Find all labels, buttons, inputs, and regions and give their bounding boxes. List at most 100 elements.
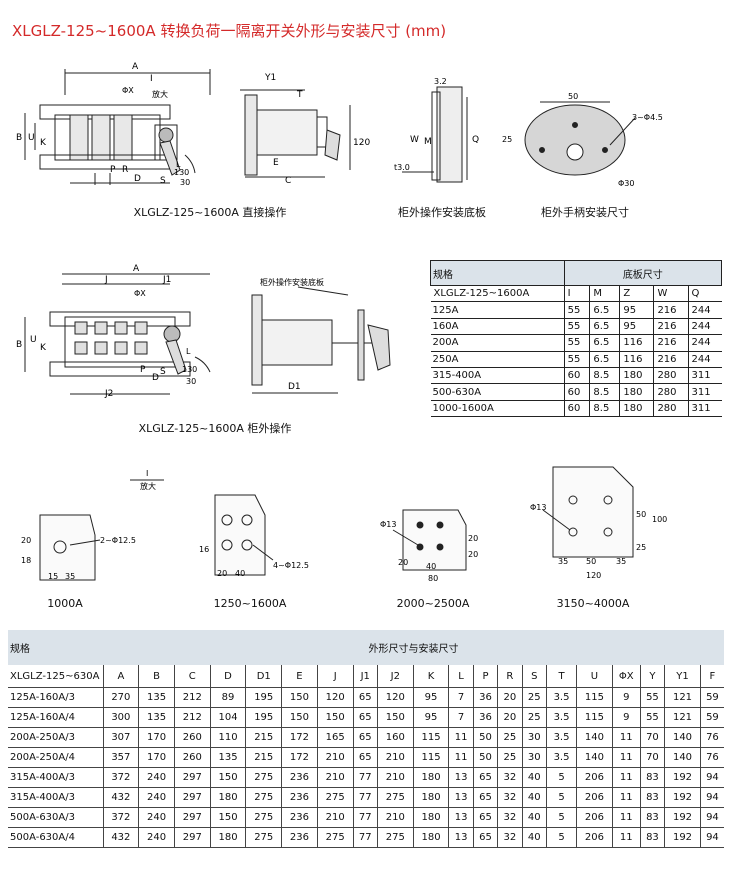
table-cell: 11 [448,727,474,748]
table-cell: 40 [521,767,547,788]
table-cell: 275 [316,787,354,808]
table-cell: 5 [545,827,577,848]
dim-D1: D1 [288,382,301,392]
table-cell: 121 [664,707,701,728]
dim-S: S [160,176,166,186]
dim-P-2: P [140,365,146,375]
dim-A: A [132,62,139,72]
table-cell: 372 [102,767,139,788]
table-cell: 11 [611,727,641,748]
table-col-header: U [576,665,613,688]
table-col-header: K [412,665,449,688]
handle-mounting-drawing: 50 25 3~Φ4.5 Φ30 [502,92,663,188]
table-cell: 150 [209,807,246,828]
table-cell: 13 [448,787,474,808]
table-cell: 9 [611,707,641,728]
table-cell: 3.5 [545,727,577,748]
table-cell: 240 [138,767,175,788]
dim-120: 120 [353,138,370,148]
table-cell: 150 [281,687,318,708]
table-col-header: D [209,665,246,688]
table-cell: 110 [209,727,246,748]
table-cell: 192 [664,807,701,828]
table-cell: 275 [245,767,282,788]
table-cell: 32 [497,767,523,788]
table-cell: 244 [687,301,722,319]
dim-40-b: 40 [426,562,436,571]
dim-16: 16 [199,545,209,554]
magnify-callout: I 放大 [130,469,164,490]
dim-18: 18 [21,556,31,565]
table-cell: 200A-250A/3 [8,727,103,748]
table1-col: W [653,284,689,303]
table-col-header: P [472,665,498,688]
dim-130: 130 [174,168,189,177]
table-cell: 180 [209,787,246,808]
table-cell: 135 [138,687,175,708]
mounting-plate-drawing: 3.2 W M Q t3.0 [394,77,479,183]
table-cell: 11 [611,747,641,768]
dim-50: 50 [568,92,578,101]
table-cell: 40 [521,787,547,808]
dim-phix-2: ΦX [134,289,146,298]
table-cell: 94 [699,767,724,788]
table-cell: 9 [611,687,641,708]
table-cell: 125A [430,301,565,319]
dim-25: 25 [502,135,512,144]
table-cell: 210 [316,807,354,828]
table-cell: 77 [352,787,378,808]
dim-Y1: Y1 [264,73,276,83]
dim-K-2: K [40,343,47,353]
table-cell: 240 [138,787,175,808]
table-col-header: J1 [352,665,378,688]
dim-25-b: 25 [636,543,646,552]
table1-header-left: 规格 [430,260,565,286]
table-cell: 275 [376,787,414,808]
table-cell: 432 [102,827,139,848]
table-cell: 40 [521,807,547,828]
table-cell: 215 [245,747,282,768]
dim-4phi125: 4~Φ12.5 [273,561,309,570]
table-cell: 125A-160A/4 [8,707,103,728]
table-cell: 11 [611,767,641,788]
dim-50-c: 50 [586,557,596,566]
table-cell: 260 [173,727,211,748]
dim-30: 30 [180,178,190,187]
table-cell: 180 [412,767,449,788]
table-col-header: Y1 [664,665,701,688]
table-cell: 140 [576,727,613,748]
table-cell: 200A [430,334,565,352]
table-cell: 215 [245,727,282,748]
table-cell: 116 [619,350,654,368]
table-cell: 36 [472,687,498,708]
table-cell: 315-400A [430,366,565,385]
table-cell: 6.5 [589,350,620,368]
table-cell: 192 [664,767,701,788]
terminal-1000a-drawing: 2~Φ12.5 20 18 15 35 [21,514,136,581]
caption-2000a: 2000~2500A [396,597,470,610]
dim-15: 15 [48,572,58,581]
table-cell: 3.5 [545,747,577,768]
table-col-header: D1 [245,665,282,688]
table-cell: 115 [412,747,449,768]
table-cell: 32 [497,807,523,828]
dim-D-2: D [152,373,159,383]
magnify-callout-label: 放大 [140,481,156,490]
table-cell: 55 [563,350,590,368]
table-cell: 172 [281,727,318,748]
table-col-header: E [281,665,318,688]
table-cell: 192 [664,787,701,808]
table-cell: 307 [102,727,139,748]
table-cell: 76 [699,747,724,768]
dim-I: I [150,74,153,84]
table-cell: 5 [545,787,577,808]
table-cell: 6.5 [589,317,620,336]
table-cell: 180 [619,399,654,418]
